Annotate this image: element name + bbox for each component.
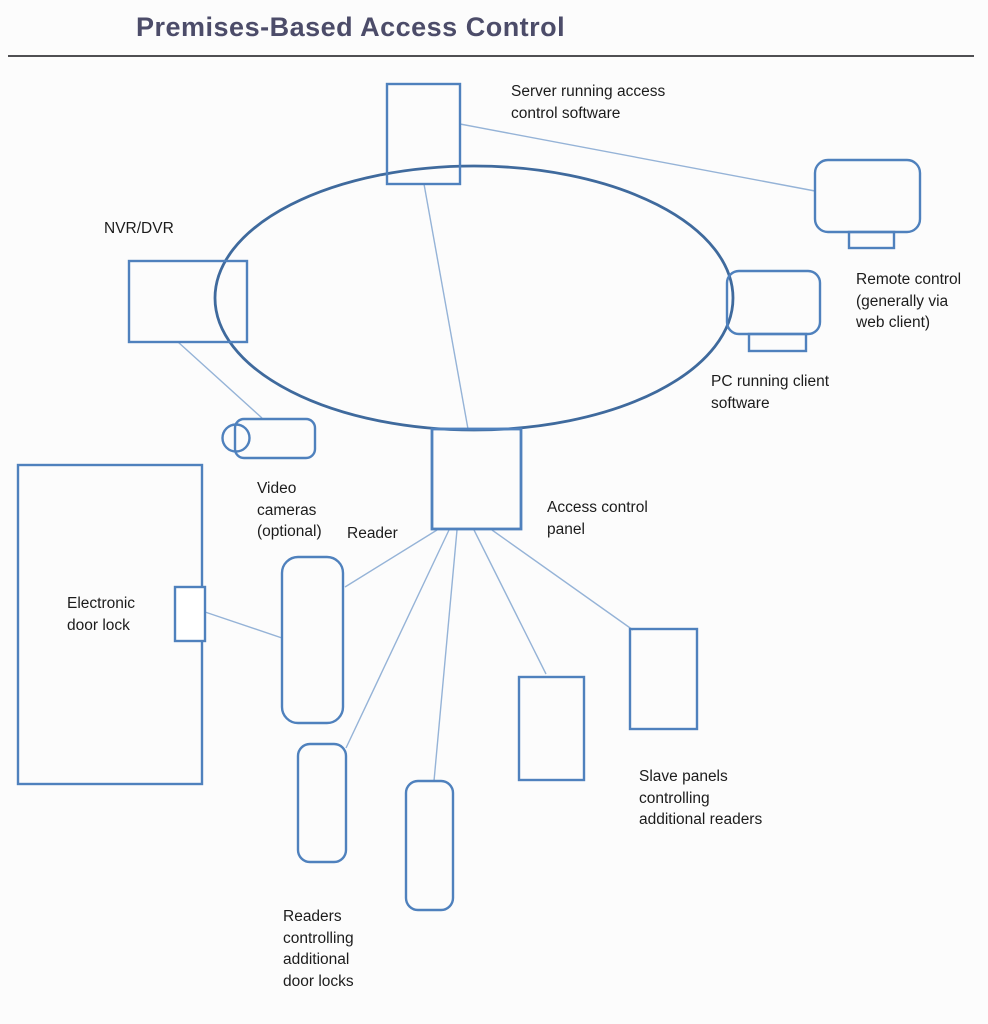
slave-panel-2-shape xyxy=(628,627,699,731)
reader-label: Reader xyxy=(347,525,398,542)
connector-lock-reader-line xyxy=(204,611,283,639)
connector-panel-reader2-line xyxy=(345,529,450,749)
nvr-shape xyxy=(127,259,249,344)
remote-control-label: Remote control (generally via web client… xyxy=(856,271,962,331)
remote-monitor-shape xyxy=(813,158,922,234)
reader-2-shape xyxy=(296,742,348,864)
server-shape xyxy=(385,82,462,186)
connector-server-panel-line xyxy=(423,183,469,430)
video-cameras-label: Video cameras (optional) xyxy=(257,480,322,540)
remote-monitor-stand xyxy=(847,230,896,250)
pc-monitor-shape xyxy=(725,269,822,336)
title-divider xyxy=(8,55,974,57)
pc-label: PC running client software xyxy=(711,373,830,412)
nvr-label: NVR/DVR xyxy=(104,220,174,237)
door-lock-shape xyxy=(173,585,207,643)
network-ellipse xyxy=(213,164,735,432)
pc-monitor-stand xyxy=(747,332,808,353)
reader-3-shape xyxy=(404,779,455,912)
connector-panel-reader-line xyxy=(344,529,438,588)
slave-panels-label: Slave panels controlling additional read… xyxy=(639,768,763,828)
camera-shape xyxy=(233,417,317,460)
access-panel-label: Access control panel xyxy=(547,499,648,538)
reader-shape xyxy=(280,555,345,725)
readers-label: Readers controlling additional door lock… xyxy=(283,908,354,990)
connector-nvr-camera-line xyxy=(177,341,263,419)
slave-panel-1-shape xyxy=(517,675,586,782)
access-panel-shape xyxy=(430,427,523,531)
connector-panel-slave1-line xyxy=(473,529,547,675)
connector-panel-reader3-line xyxy=(433,529,458,782)
connector-server-remote-line xyxy=(459,123,816,192)
server-label: Server running access control software xyxy=(511,83,666,122)
door-lock-label: Electronic door lock xyxy=(67,595,136,634)
connector-panel-slave2-line xyxy=(491,529,634,631)
page-title: Premises-Based Access Control xyxy=(136,12,566,42)
